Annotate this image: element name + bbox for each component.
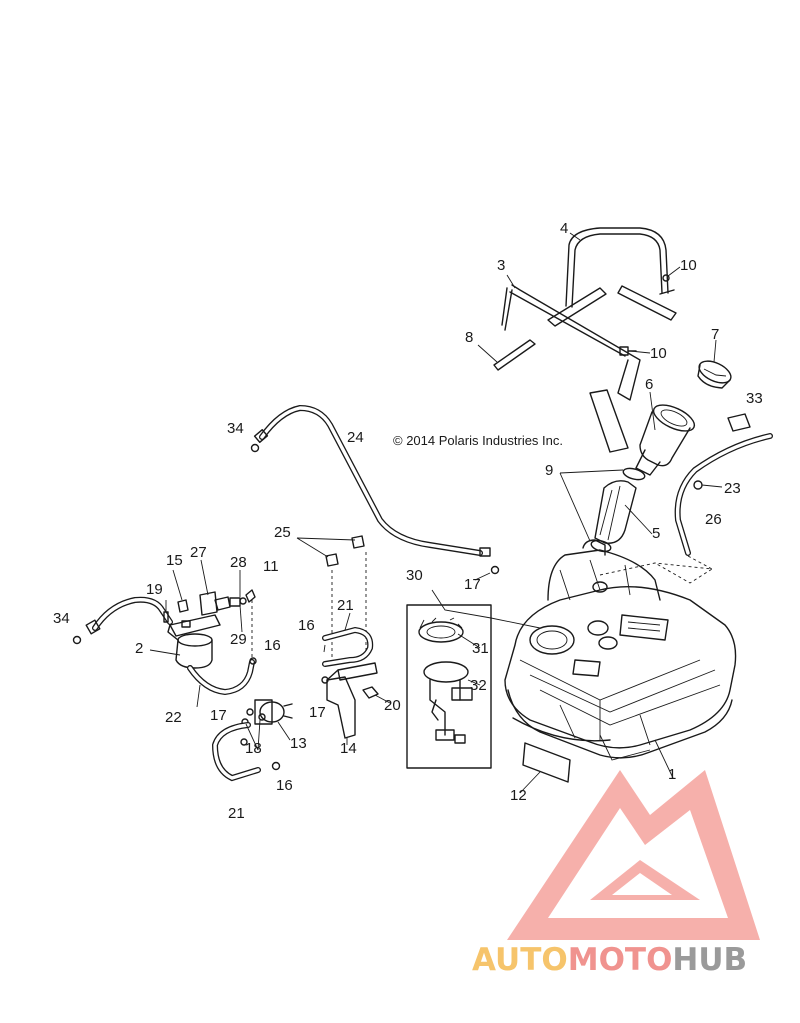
- callout-1: 1: [668, 766, 676, 783]
- clip-17-right: [490, 565, 500, 575]
- callout-25: 25: [274, 524, 291, 541]
- callout-26: 26: [705, 511, 722, 528]
- callout-6: 6: [645, 376, 653, 393]
- fuel-line-24: [253, 404, 491, 557]
- callout-33: 33: [746, 390, 763, 407]
- label-12: [522, 742, 571, 783]
- callout-20: 20: [384, 697, 401, 714]
- fuel-cap: [697, 360, 732, 389]
- clip-34-left: [72, 635, 82, 645]
- callout-21-lower: 21: [228, 805, 245, 822]
- callout-21-upper: 21: [337, 597, 354, 614]
- lock-ring-31: [418, 617, 464, 643]
- regulator-13: [246, 699, 293, 725]
- hose-21-upper: [322, 626, 374, 667]
- clip-18-b: [258, 713, 266, 721]
- bolt-10-upper: [659, 274, 675, 295]
- clip-16-lower: [271, 761, 281, 771]
- callout-3: 3: [497, 257, 505, 274]
- copyright-notice: © 2014 Polaris Industries Inc.: [393, 433, 563, 448]
- bracket-14: [326, 662, 378, 739]
- filler-hose: [590, 467, 646, 553]
- callout-27: 27: [190, 544, 207, 561]
- callout-14: 14: [340, 740, 357, 757]
- callout-7: 7: [711, 326, 719, 343]
- callout-numbers: 1 2 3 4 5 6 7 8 9 10 10 11 12 13 14 15 1…: [53, 220, 763, 822]
- vent-hose-26: [674, 433, 773, 556]
- callout-13: 13: [290, 735, 307, 752]
- callout-34-left: 34: [53, 610, 70, 627]
- watermark-part-3: HUB: [672, 942, 747, 978]
- callout-12: 12: [510, 787, 527, 804]
- callout-17-left: 17: [210, 707, 227, 724]
- hose-21-lower: [211, 722, 261, 782]
- callout-15: 15: [166, 552, 183, 569]
- watermark-part-1: AUTO: [472, 942, 568, 978]
- callout-16-lower: 16: [276, 777, 293, 794]
- watermark-emblem: [507, 770, 760, 940]
- fuel-tank: [504, 539, 737, 761]
- callout-31: 31: [472, 640, 489, 657]
- callout-10-lower: 10: [650, 345, 667, 362]
- fuel-pump-32: [423, 661, 473, 744]
- watermark-logo: AUTOMOTOHUB: [472, 942, 747, 978]
- tank-straps: [493, 227, 677, 453]
- callout-29: 29: [230, 631, 247, 648]
- callout-34-top: 34: [227, 420, 244, 437]
- callout-32: 32: [470, 677, 487, 694]
- callout-8: 8: [465, 329, 473, 346]
- callout-28: 28: [230, 554, 247, 571]
- callout-23: 23: [724, 480, 741, 497]
- callout-18: 18: [245, 740, 262, 757]
- watermark-part-2: MOTO: [568, 942, 673, 978]
- callout-16-mid: 16: [264, 637, 281, 654]
- block-33: [727, 413, 751, 432]
- callout-2: 2: [135, 640, 143, 657]
- fuel-filter-2: [167, 614, 221, 669]
- clip-17-bracket: [321, 676, 329, 684]
- clip-17-lower: [240, 738, 248, 746]
- leader-lines: [149, 232, 723, 794]
- callout-30: 30: [406, 567, 423, 584]
- callout-19: 19: [146, 581, 163, 598]
- callout-5: 5: [652, 525, 660, 542]
- nut-20: [362, 686, 379, 699]
- hose-34-left: [85, 596, 173, 635]
- valve-cluster: [163, 589, 256, 623]
- stud-25-right: [351, 535, 365, 549]
- callout-11: 11: [263, 558, 279, 575]
- callout-24: 24: [347, 429, 364, 446]
- vent-route-line-2: [687, 555, 713, 570]
- clip-16-mid: [249, 657, 257, 665]
- callout-17-right: 17: [464, 576, 481, 593]
- callout-9: 9: [545, 462, 553, 479]
- vent-route-line: [599, 562, 714, 584]
- clip-34-top: [250, 443, 260, 453]
- callout-17-bracket: 17: [309, 704, 326, 721]
- callout-16-bracket: 16: [298, 617, 315, 634]
- fitting-23: [693, 480, 703, 490]
- callout-22: 22: [165, 709, 182, 726]
- filler-neck: [635, 404, 696, 476]
- hose-22: [187, 659, 255, 696]
- watermark-word: AUTOMOTOHUB: [472, 942, 747, 978]
- callout-10-upper: 10: [680, 257, 697, 274]
- stud-25-left: [325, 553, 339, 567]
- callout-4: 4: [560, 220, 568, 237]
- pump-kit-box: [406, 604, 492, 769]
